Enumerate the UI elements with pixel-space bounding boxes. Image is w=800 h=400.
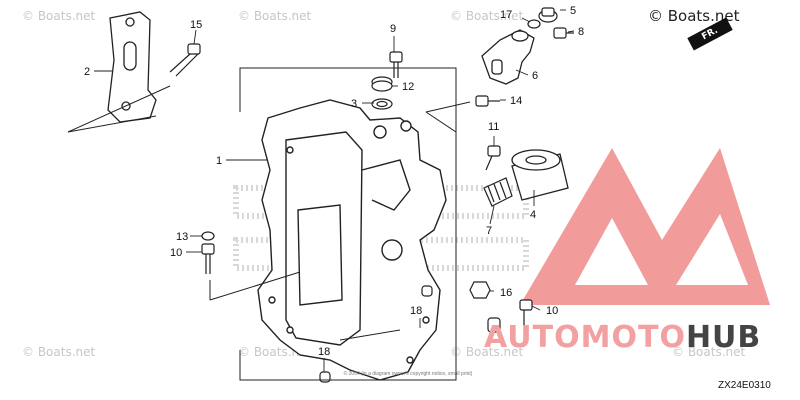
callout-5: 5: [570, 5, 576, 17]
callout-2: 2: [84, 66, 90, 78]
callout-3: 3: [351, 98, 357, 110]
callout-8: 8: [578, 26, 584, 38]
callout-10-left: 10: [170, 247, 182, 259]
callout-6: 6: [532, 70, 538, 82]
assembly-guide-lines: [67, 67, 471, 381]
part-dowel-pins: [319, 285, 501, 383]
callout-10-right: 10: [546, 305, 558, 317]
part-main-body: [257, 99, 447, 381]
part-bolt: [201, 231, 215, 274]
callout-14: 14: [510, 95, 522, 107]
callout-16: 16: [500, 287, 512, 299]
part-bolt: [169, 43, 201, 77]
callout-18-left: 18: [318, 346, 330, 358]
callout-12: 12: [402, 81, 414, 93]
part-elbow-fitting: [481, 29, 535, 85]
part-bolt: [389, 51, 403, 78]
part-oil-filter: [511, 149, 569, 201]
diagram-code: ZX24E0310: [718, 380, 771, 391]
part-small-fittings: [527, 7, 574, 39]
part-cap-and-seal: [371, 76, 393, 110]
callout-9: 9: [390, 23, 396, 35]
faint-watermark: © Boats.net: [672, 345, 746, 359]
callout-15: 15: [190, 19, 202, 31]
part-nut: [469, 281, 491, 299]
faint-watermark: © Boats.net: [450, 9, 524, 23]
callout-17: 17: [500, 9, 512, 21]
faint-watermarks: © Boats.net © Boats.net © Boats.net © Bo…: [22, 9, 746, 359]
brand-emblem-icon: [520, 148, 770, 305]
part-spring: [483, 177, 513, 207]
callout-1: 1: [216, 155, 222, 167]
faint-watermark: © Boats.net: [238, 9, 312, 23]
callout-4: 4: [530, 209, 536, 221]
part-bracket: [107, 11, 157, 123]
copyright-fine-print: © 2004 (in a diagram owner's copyright n…: [343, 371, 473, 377]
brand-wordmark: AUTOMOTOHUB: [484, 320, 761, 355]
part-bolt: [519, 299, 533, 326]
part-bolt: [475, 95, 500, 107]
faint-watermark: © Boats.net: [22, 345, 96, 359]
faint-watermark: © Boats.net: [22, 9, 96, 23]
source-watermark: © Boats.net: [648, 7, 740, 25]
callout-11: 11: [488, 121, 499, 133]
faint-watermark: © Boats.net: [450, 345, 524, 359]
callout-13: 13: [176, 231, 188, 243]
callout-labels: 1 2 3 4 5 6 7 8 9 10 10 11 12 13 14 15 1…: [84, 5, 584, 358]
brand-part-1: AUTOMOTO: [484, 320, 686, 355]
callout-leaders: [94, 9, 575, 372]
brand-part-2: HUB: [685, 320, 762, 355]
part-bolt: [485, 145, 501, 171]
callout-18-right: 18: [410, 305, 422, 317]
callout-7: 7: [486, 225, 492, 237]
